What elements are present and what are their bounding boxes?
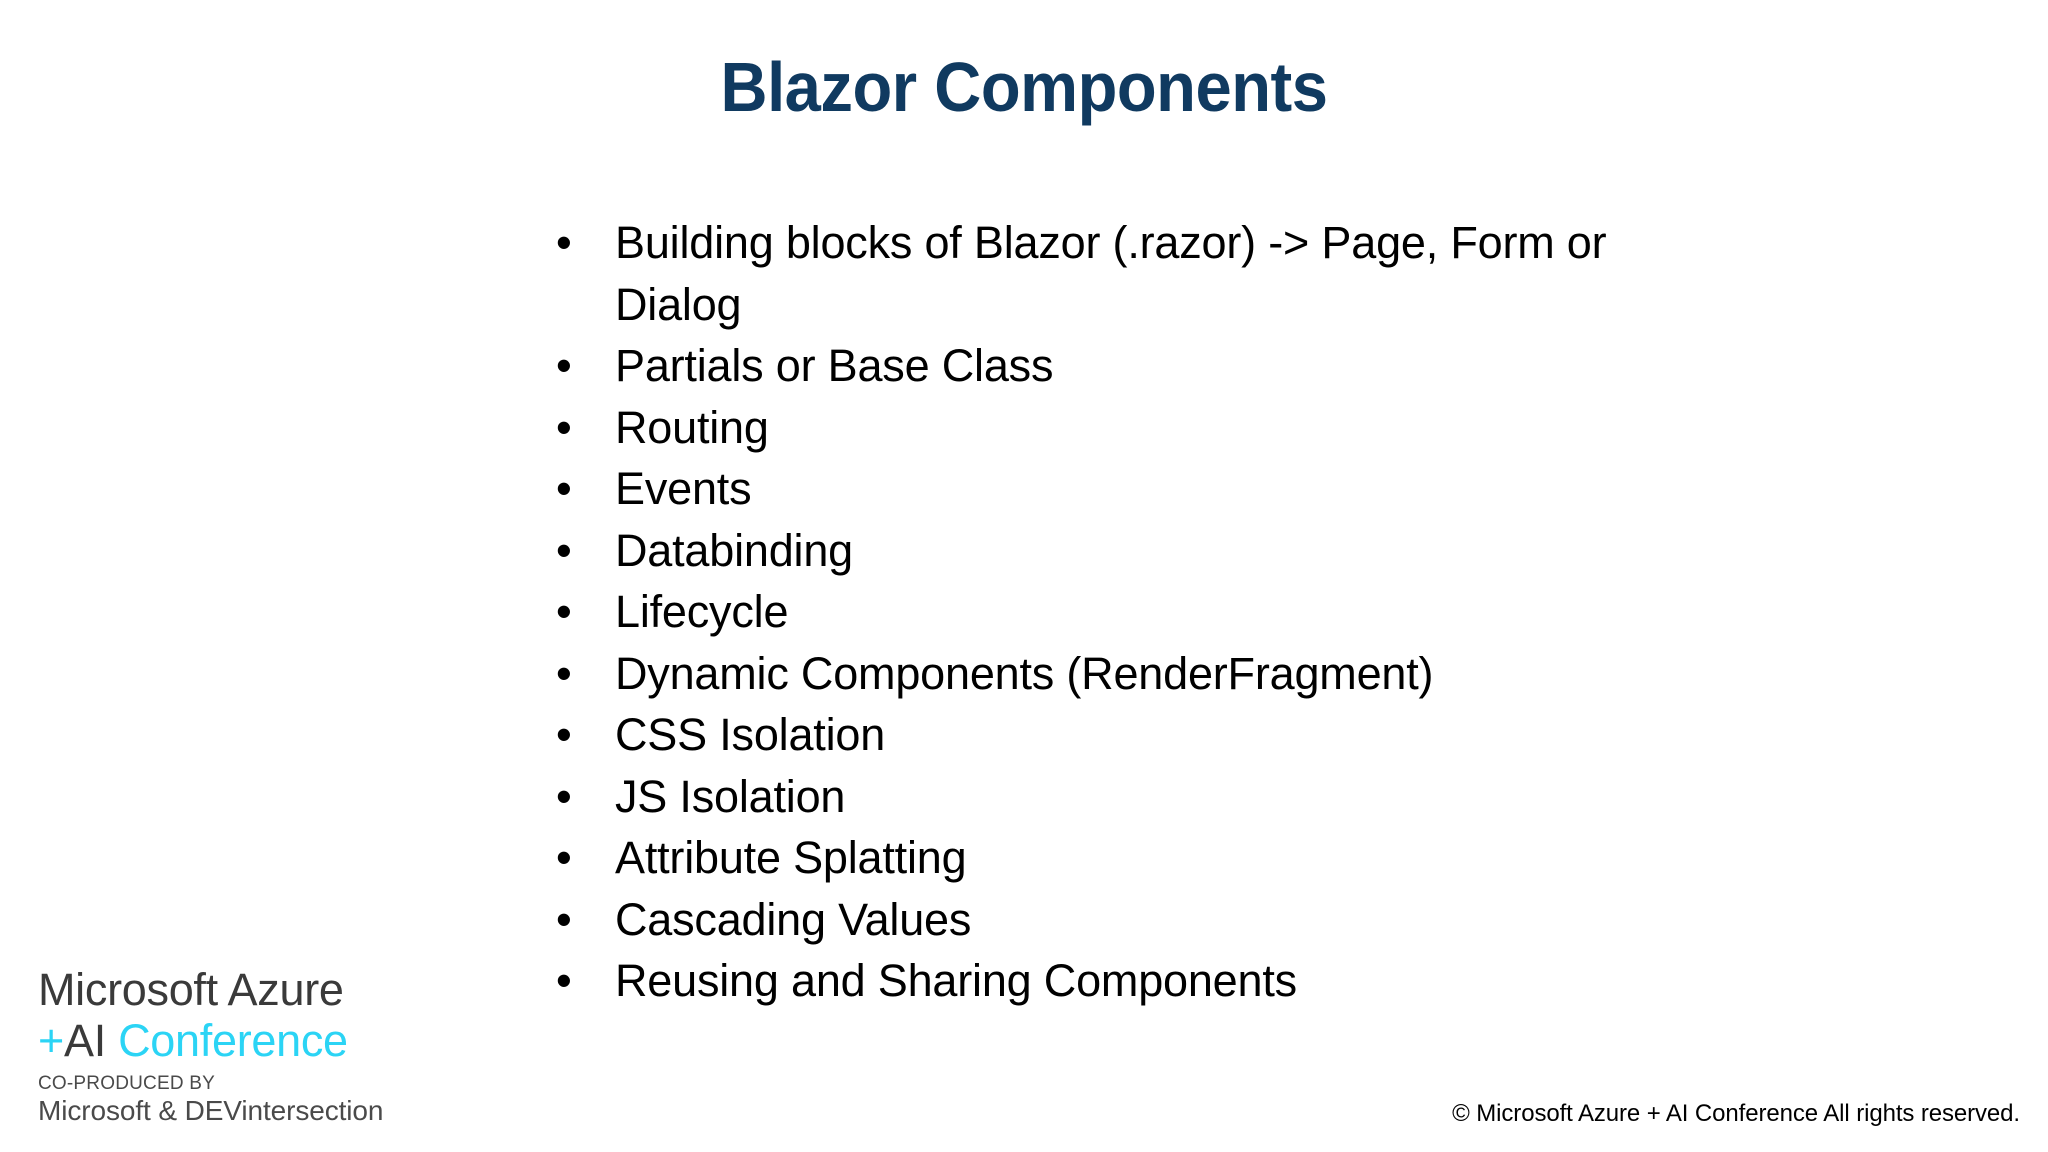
bullet-icon: • xyxy=(556,340,572,391)
list-item: • Reusing and Sharing Components xyxy=(548,950,1668,1012)
list-item: • Building blocks of Blazor (.razor) -> … xyxy=(548,212,1668,335)
bullet-icon: • xyxy=(556,770,572,822)
list-item-label: Building blocks of Blazor (.razor) -> Pa… xyxy=(615,217,1607,330)
list-item: • Cascading Values xyxy=(548,889,1668,951)
list-item: • Lifecycle xyxy=(548,581,1668,643)
list-item: • Dynamic Components (RenderFragment) xyxy=(548,643,1668,705)
bullet-icon: • xyxy=(556,955,572,1006)
list-item-label: Partials or Base Class xyxy=(615,340,1054,391)
logo-partners: Microsoft & DEVintersection xyxy=(38,1095,384,1126)
bullet-icon: • xyxy=(556,893,572,945)
list-item: • Routing xyxy=(548,397,1668,459)
bullet-icon: • xyxy=(556,709,572,760)
list-item: • Events xyxy=(548,458,1668,520)
list-item-label: JS Isolation xyxy=(615,770,846,822)
list-item-label: Routing xyxy=(615,401,769,453)
list-item-label: Events xyxy=(615,463,752,514)
logo-ai-conference: +AI Conference xyxy=(38,1015,458,1067)
list-item: • CSS Isolation xyxy=(548,704,1668,766)
conference-logo: Microsoft Azure +AI Conference CO-PRODUC… xyxy=(38,965,458,1127)
list-item: • JS Isolation xyxy=(548,766,1668,828)
list-item-label: Lifecycle xyxy=(615,586,789,637)
logo-microsoft-azure: Microsoft Azure xyxy=(38,964,344,1015)
bullet-icon: • xyxy=(556,217,572,268)
list-item-label: Cascading Values xyxy=(615,893,972,945)
list-item-label: Dynamic Components (RenderFragment) xyxy=(615,647,1434,699)
list-item-label: Attribute Splatting xyxy=(615,832,967,883)
footer-copyright: © Microsoft Azure + AI Conference All ri… xyxy=(1452,1100,2020,1127)
logo-plus-sign: + xyxy=(38,1015,64,1066)
list-item-label: Databinding xyxy=(615,524,853,576)
logo-coproduced-label: CO-PRODUCED BY xyxy=(38,1073,215,1094)
page-title: Blazor Components xyxy=(720,48,1328,126)
bullet-icon: • xyxy=(556,524,572,576)
list-item: • Databinding xyxy=(548,520,1668,582)
bullet-icon: • xyxy=(556,647,572,699)
bullet-list: • Building blocks of Blazor (.razor) -> … xyxy=(548,212,1668,1012)
list-item-label: Reusing and Sharing Components xyxy=(615,955,1297,1006)
list-item: • Partials or Base Class xyxy=(548,335,1668,397)
logo-ai-text: AI xyxy=(63,1015,106,1066)
bullet-icon: • xyxy=(556,586,572,637)
list-item-label: CSS Isolation xyxy=(615,709,886,760)
logo-conference-text: Conference xyxy=(118,1015,348,1066)
bullet-icon: • xyxy=(556,832,572,883)
bullet-icon: • xyxy=(556,401,572,453)
bullet-icon: • xyxy=(556,463,572,514)
list-item: • Attribute Splatting xyxy=(548,827,1668,889)
